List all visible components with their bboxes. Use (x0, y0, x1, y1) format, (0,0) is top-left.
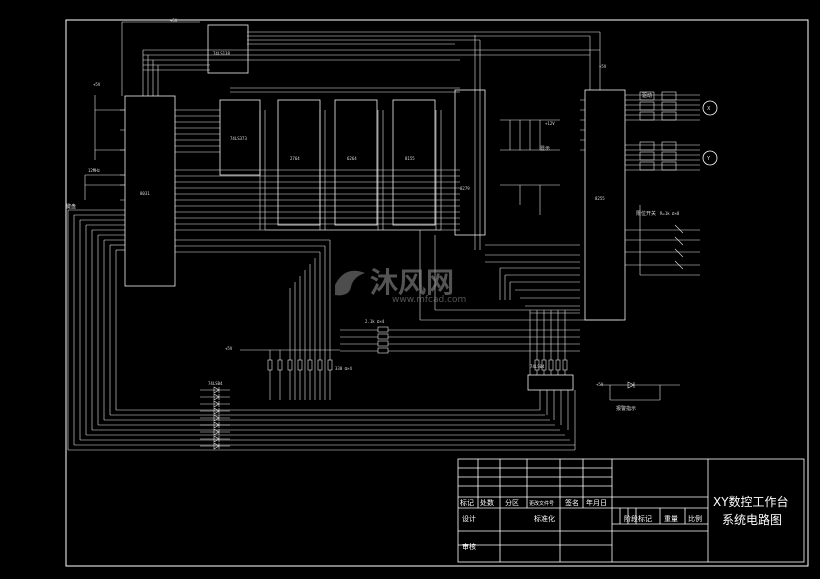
limit-label: 限位开关 (636, 210, 656, 217)
pio-label: 8155 (405, 156, 415, 161)
diodes (213, 381, 635, 450)
ic-top-latch (207, 24, 249, 74)
latch-label: 74LS373 (230, 136, 247, 141)
vcc-label-left: +5V (93, 82, 101, 87)
tb-change-doc: 更改文件号 (529, 500, 554, 507)
tb-sign: 签名 (565, 498, 579, 507)
res-label: 2.1k Ω×4 (365, 319, 385, 324)
pin-ticks (120, 99, 585, 201)
alarm-label: 报警指示 (616, 405, 636, 412)
motor-x-label: X (707, 106, 711, 112)
display-label: 显示 (540, 146, 550, 152)
ic-cpu (124, 95, 176, 287)
wiring (67, 21, 700, 451)
tb-review: 审核 (462, 542, 476, 551)
ic-ram (334, 99, 378, 226)
drawing-border (65, 19, 809, 567)
diode-label: 74LS04 (208, 381, 223, 386)
ram-label: 6264 (347, 156, 357, 161)
drawing-title-line2: 系统电路图 (722, 512, 782, 527)
tb-standard: 标准化 (534, 514, 555, 523)
tb-weight: 重量 (664, 515, 678, 523)
title-block-text: 标记 处数 分区 更改文件号 签名 年月日 设计 标准化 阶段标记 重量 比例 … (460, 494, 789, 551)
motor-y-label: Y (706, 156, 711, 162)
watermark-text: 沐风网 (370, 266, 454, 299)
tb-ratio: 比例 (688, 514, 702, 523)
vcc-label-right: +5V (599, 64, 607, 69)
ic-8255 (584, 89, 626, 321)
driver-label: 驱动 (642, 92, 652, 99)
ic-8279 (454, 89, 486, 236)
ic-chips (124, 24, 626, 391)
resistor-array (267, 326, 568, 371)
led-segment-block (527, 374, 574, 391)
title-block-grid (457, 458, 805, 563)
ic-eprom (277, 99, 321, 226)
decoder-label: 74LS138 (213, 51, 230, 56)
tb-date: 年月日 (586, 498, 607, 507)
limit-switches (674, 224, 684, 270)
tb-zone: 分区 (505, 498, 519, 507)
vcc2-label: +12V (545, 121, 555, 126)
ic-latch (219, 99, 261, 176)
vcc-label-top: +5V (170, 18, 178, 23)
segment-label: 74LS04 (530, 364, 545, 369)
mfcad-logo-icon (335, 270, 365, 296)
ic-8155 (392, 99, 436, 226)
eprom-label: 2764 (290, 156, 300, 161)
drawing-title-line1: XY数控工作台 (713, 494, 789, 509)
pio2-label: 8255 (595, 196, 605, 201)
watermark-url: www.mfcad.com (392, 295, 466, 305)
r-label: R=1k Ω×8 (660, 211, 680, 216)
cpu-label: 8031 (140, 191, 150, 196)
tb-design: 设计 (462, 514, 476, 523)
motors (702, 100, 718, 166)
res2-label: 330 Ω×4 (335, 366, 352, 371)
motor-x-icon (702, 100, 718, 116)
kb-label: 8279 (460, 186, 470, 191)
tb-count: 处数 (480, 498, 494, 507)
vcc-label-led: +5V (225, 346, 233, 351)
vcc-label-alarm: +5V (596, 382, 604, 387)
motor-drivers (639, 91, 677, 171)
keyboard-label: 键盘 (66, 203, 76, 210)
crystal-label: 12MHz (88, 168, 101, 173)
tb-stage: 阶段标记 (624, 514, 652, 523)
watermark: 沐风网 www.mfcad.com (335, 266, 466, 305)
motor-y-icon (702, 150, 718, 166)
tb-mark: 标记 (460, 498, 474, 507)
